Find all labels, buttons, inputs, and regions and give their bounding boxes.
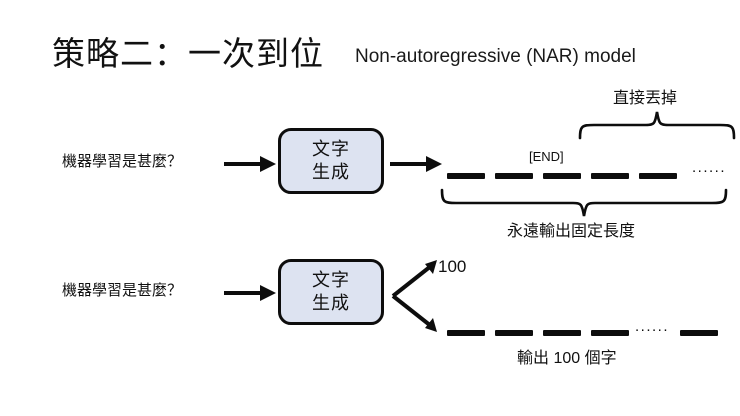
row1-token-dash <box>591 173 629 179</box>
page-title: 策略二：一次到位 <box>52 35 324 72</box>
row1-trailing-dots: ...... <box>692 159 727 176</box>
row1-token-dash <box>495 173 533 179</box>
row1-token-dash <box>543 173 581 179</box>
row1-token-dash <box>639 173 677 179</box>
page-subtitle: Non-autoregressive (NAR) model <box>355 46 636 67</box>
row2-box-line-1: 文字 <box>312 270 350 290</box>
row1-box-line-2: 生成 <box>312 162 350 182</box>
row1-bottom-brace-icon <box>440 188 728 217</box>
row1-discard-label: 直接丟掉 <box>613 90 678 107</box>
row1-prompt-text: 機器學習是甚麼？ <box>62 153 183 170</box>
row2-length-label: 100 <box>438 257 467 276</box>
row2-token-dash <box>680 330 718 336</box>
row1-output-arrow-icon <box>390 156 442 172</box>
row2-box-line-2: 生成 <box>312 293 350 313</box>
row2-prompt-text: 機器學習是甚麼？ <box>62 282 183 299</box>
row2-branch-arrows-icon <box>391 260 437 332</box>
row2-input-arrow-icon <box>224 285 276 301</box>
row2-token-dash <box>447 330 485 336</box>
row2-generation-box[interactable]: 文字 生成 <box>278 259 384 325</box>
row2-token-dash <box>495 330 533 336</box>
row1-top-brace-icon <box>578 111 736 140</box>
row2-trailing-dots: ...... <box>635 318 670 335</box>
row1-fixed-length-label: 永遠輸出固定長度 <box>507 223 636 240</box>
row1-input-arrow-icon <box>224 156 276 172</box>
row1-end-token-label: [END] <box>529 149 564 164</box>
row2-token-dash <box>591 330 629 336</box>
row2-token-dash <box>543 330 581 336</box>
row1-box-line-1: 文字 <box>312 139 350 159</box>
row1-token-dash <box>447 173 485 179</box>
row1-generation-box[interactable]: 文字 生成 <box>278 128 384 194</box>
row2-output-caption: 輸出 100 個字 <box>517 350 617 367</box>
